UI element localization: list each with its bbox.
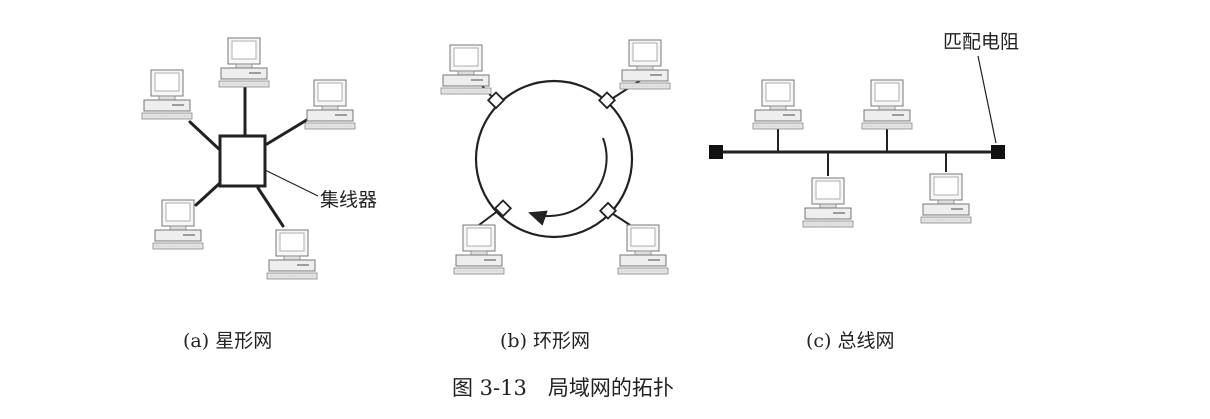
desktop-computer-icon: [266, 229, 318, 280]
star-network: 集线器 (a) 星形网: [141, 37, 377, 352]
desktop-computer-icon: [861, 79, 913, 130]
ring-direction-arrow: [528, 137, 608, 226]
desktop-computer-icon: [802, 177, 854, 228]
desktop-computer-icon: [218, 37, 270, 88]
desktop-computer-icon: [752, 79, 804, 130]
bus-drops: [777, 128, 947, 176]
star-panel-label: (a) 星形网: [183, 330, 272, 352]
ring-network: (b) 环形网: [440, 39, 671, 352]
desktop-computer-icon: [617, 224, 669, 275]
bus-panel-label: (c) 总线网: [806, 330, 895, 352]
figure-caption: 图 3-13 局域网的拓扑: [452, 376, 674, 400]
bus-network: 匹配电阻 (c) 总线网: [709, 31, 1019, 352]
desktop-computer-icon: [619, 39, 671, 90]
desktop-computer-icon: [453, 224, 505, 275]
ring-panel-label: (b) 环形网: [500, 330, 590, 352]
terminator-square: [709, 145, 723, 159]
ring-interface-diamond: [486, 91, 618, 220]
terminator-label: 匹配电阻: [943, 31, 1019, 53]
desktop-computer-icon: [304, 79, 356, 130]
hub-label-leader: [264, 169, 319, 197]
star-links: [188, 84, 312, 228]
terminator-square: [991, 145, 1005, 159]
hub-box: [218, 134, 267, 188]
ring-cable: [474, 79, 634, 239]
desktop-computer-icon: [141, 69, 193, 120]
desktop-computer-icon: [920, 173, 972, 224]
terminator-label-leader: [977, 55, 997, 144]
desktop-computer-icon: [152, 199, 204, 250]
hub-label: 集线器: [320, 189, 377, 211]
